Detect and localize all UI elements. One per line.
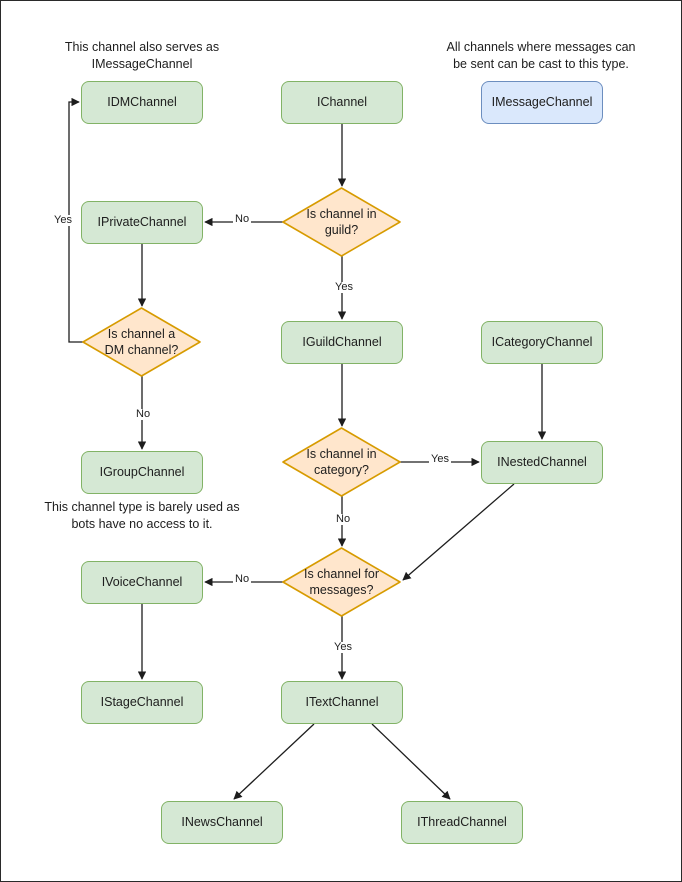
decision-label: Is channel a DM channel? [104, 326, 179, 357]
edge-label-e-messages-yes-text: Yes [332, 641, 354, 653]
node-iguild-channel[interactable]: IGuildChannel [281, 321, 403, 364]
edge-e-text-news [233, 723, 315, 800]
annotation-note-imessage: All channels where messages can be sent … [446, 40, 636, 71]
node-ichannel[interactable]: IChannel [281, 81, 403, 124]
edge-label-e-guild-no-private: No [233, 213, 252, 225]
annotation-note-idm: This channel also serves as IMessageChan… [64, 40, 220, 71]
decision-q-for-messages[interactable]: Is channel for messages? [282, 547, 401, 617]
node-itext-channel[interactable]: ITextChannel [281, 681, 403, 724]
edge-label-e-dm-yes-idmchannel: Yes [52, 214, 74, 226]
node-imessage-channel[interactable]: IMessageChannel [481, 81, 603, 124]
node-ithread-channel[interactable]: IThreadChannel [401, 801, 523, 844]
edge-label-e-guild-yes-iguild: Yes [333, 281, 355, 293]
node-inews-channel[interactable]: INewsChannel [161, 801, 283, 844]
edge-e-nested-messages [402, 483, 515, 581]
node-inested-channel[interactable]: INestedChannel [481, 441, 603, 484]
edge-label-e-category-no-messages: No [334, 513, 353, 525]
decision-q-dm-channel[interactable]: Is channel a DM channel? [82, 307, 201, 377]
decision-q-in-category[interactable]: Is channel in category? [282, 427, 401, 497]
node-istage-channel[interactable]: IStageChannel [81, 681, 203, 724]
decision-q-in-guild[interactable]: Is channel in guild? [282, 187, 401, 257]
decision-label: Is channel in guild? [306, 206, 377, 237]
edge-label-e-messages-no-voice: No [233, 573, 252, 585]
edge-e-text-thread [371, 723, 451, 800]
node-ivoice-channel[interactable]: IVoiceChannel [81, 561, 203, 604]
node-igroup-channel[interactable]: IGroupChannel [81, 451, 203, 494]
edge-label-e-category-yes-nested: Yes [429, 453, 451, 465]
node-icategory-channel[interactable]: ICategoryChannel [481, 321, 603, 364]
annotation-note-group: This channel type is barely used as bots… [44, 500, 240, 531]
decision-label: Is channel for messages? [303, 566, 380, 597]
edge-label-e-dm-no-group: No [134, 408, 153, 420]
node-idm-channel[interactable]: IDMChannel [81, 81, 203, 124]
decision-label: Is channel in category? [306, 446, 377, 477]
node-iprivate-channel[interactable]: IPrivateChannel [81, 201, 203, 244]
